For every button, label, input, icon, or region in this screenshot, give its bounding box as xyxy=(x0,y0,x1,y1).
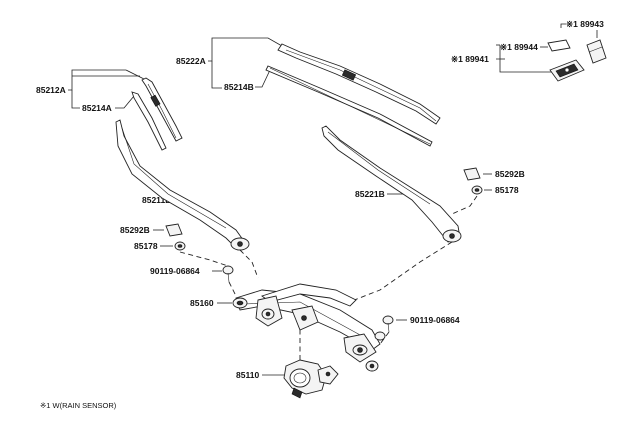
left-bolt-90119-06864: 90119-06864 xyxy=(150,265,234,283)
sensor-cover-89943 xyxy=(586,39,607,64)
sensor-pad-89944 xyxy=(547,39,571,52)
left-blade-rubber-85214A: 85214A xyxy=(71,91,167,151)
label-85222A: 85222A xyxy=(176,56,206,66)
rain-sensor-group: ※1 89943 ※1 89944 ※1 89941 xyxy=(451,19,607,82)
label-85221B: 85221B xyxy=(355,189,385,199)
assembly-guide-lines xyxy=(179,195,478,360)
footnote-rain-sensor: ※1 W(RAIN SENSOR) xyxy=(40,401,117,410)
label-89941: ※1 89941 xyxy=(451,54,489,64)
left-wiper-arm-85211B: 85211B xyxy=(115,119,250,251)
label-85292B-right: 85292B xyxy=(495,169,525,179)
label-85214B: 85214B xyxy=(224,82,254,92)
label-90119-right: 90119-06864 xyxy=(410,315,460,325)
left-cap-85292B: 85292B xyxy=(120,223,183,237)
rain-sensor-89941 xyxy=(549,59,585,82)
label-85292B-left: 85292B xyxy=(120,225,150,235)
wiper-motor-85110: 85110 xyxy=(236,359,339,399)
right-wiper-arm-85221B: 85221B xyxy=(321,125,462,243)
right-blade-rubber-85214B: 85214B xyxy=(211,65,433,147)
label-85178-left: 85178 xyxy=(134,241,158,251)
right-wiper-blade-85222A: 85222A xyxy=(176,37,441,125)
right-bolt-90119-06864: 90119-06864 xyxy=(382,315,460,333)
left-nut-85178: 85178 xyxy=(134,241,186,251)
label-89943: ※1 89943 xyxy=(566,19,604,29)
right-nut-85178: 85178 xyxy=(471,185,519,195)
label-89944: ※1 89944 xyxy=(500,42,538,52)
right-cap-85292B: 85292B xyxy=(463,167,525,181)
label-85110: 85110 xyxy=(236,370,259,380)
label-85160: 85160 xyxy=(190,298,214,308)
label-85214A: 85214A xyxy=(82,103,112,113)
label-85178-right: 85178 xyxy=(495,185,519,195)
wiper-link-assembly-85160: 85160 xyxy=(190,283,386,372)
label-90119-left: 90119-06864 xyxy=(150,266,200,276)
label-85212A: 85212A xyxy=(36,85,66,95)
label-85211B: 85211B xyxy=(142,195,171,205)
left-wiper-blade-85212A: 85212A xyxy=(36,69,183,142)
